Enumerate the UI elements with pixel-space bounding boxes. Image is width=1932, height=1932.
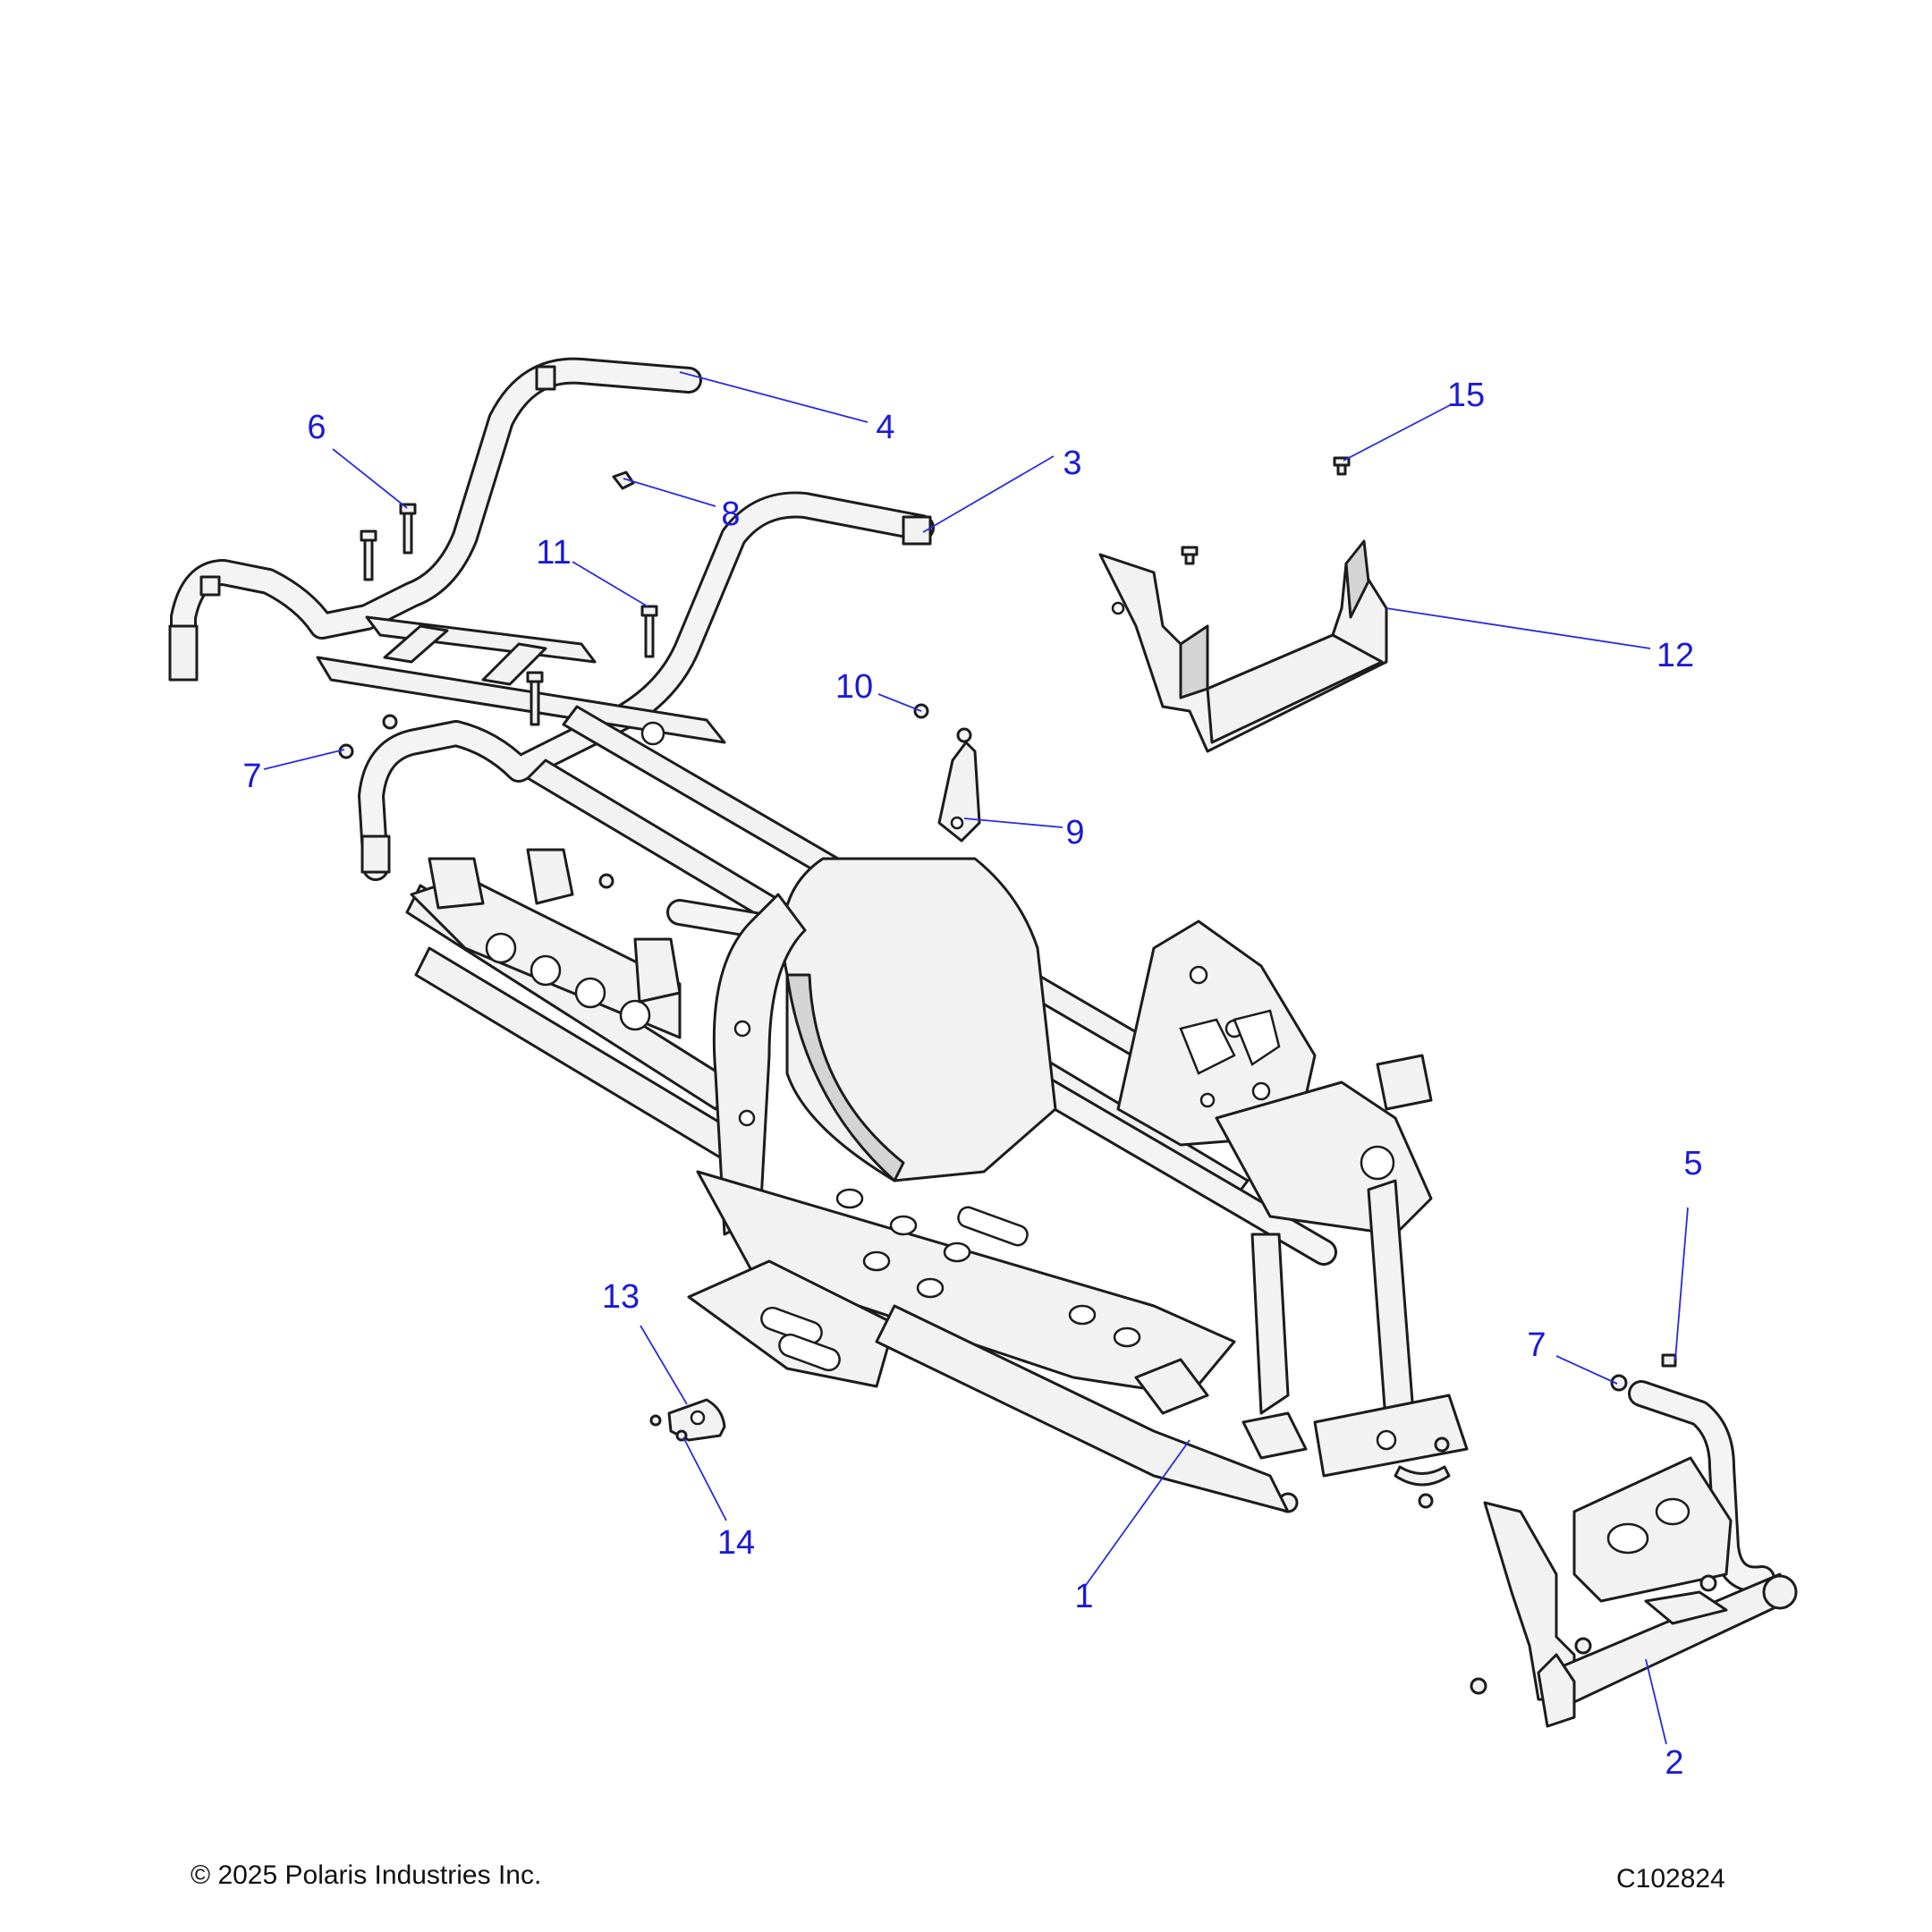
callout-7a: 7 <box>242 758 261 795</box>
part-12-shield <box>1098 539 1388 753</box>
leader-lines <box>263 371 1689 1745</box>
leader-3 <box>922 455 1055 533</box>
fasteners <box>338 456 1677 1695</box>
leader-10 <box>877 693 922 712</box>
callout-13: 13 <box>602 1278 640 1316</box>
leader-11 <box>572 561 648 607</box>
part-4-upper-rail-tube <box>168 357 702 682</box>
copyright-notice: © 2025 Polaris Industries Inc. <box>191 1860 542 1890</box>
callout-7b: 7 <box>1527 1326 1546 1364</box>
callout-labels: 1 2 3 4 5 6 7 7 8 9 10 11 12 13 14 15 <box>242 377 1702 1782</box>
leader-15 <box>1343 403 1453 462</box>
leader-4 <box>679 371 869 423</box>
callout-3: 3 <box>1063 445 1081 482</box>
callout-6: 6 <box>307 409 326 446</box>
callout-12: 12 <box>1657 637 1694 674</box>
callout-14: 14 <box>717 1524 755 1562</box>
part-2-front-bumper <box>1483 1380 1798 1728</box>
leader-13 <box>640 1325 688 1405</box>
callout-4: 4 <box>876 409 894 446</box>
leader-2 <box>1645 1658 1667 1745</box>
part-1-main-chassis-frame <box>405 705 1469 1513</box>
leader-1 <box>1083 1439 1191 1589</box>
leader-7b <box>1555 1355 1618 1385</box>
part-9-bracket <box>937 741 981 843</box>
callout-5: 5 <box>1683 1145 1702 1182</box>
callout-2: 2 <box>1665 1744 1683 1782</box>
rear-rack-rails <box>316 615 726 746</box>
callout-1: 1 <box>1074 1578 1093 1615</box>
leader-9 <box>963 818 1063 828</box>
callout-9: 9 <box>1065 814 1084 852</box>
callout-15: 15 <box>1447 377 1485 414</box>
callout-11: 11 <box>536 534 571 572</box>
leader-6 <box>332 448 408 509</box>
figure-id: C102824 <box>1616 1864 1725 1894</box>
leader-12 <box>1385 607 1651 649</box>
callout-8: 8 <box>721 496 740 533</box>
leader-14 <box>682 1436 727 1521</box>
callout-10: 10 <box>835 668 873 706</box>
leader-7a <box>263 749 345 770</box>
leader-8 <box>623 478 716 507</box>
leader-5 <box>1674 1207 1689 1360</box>
